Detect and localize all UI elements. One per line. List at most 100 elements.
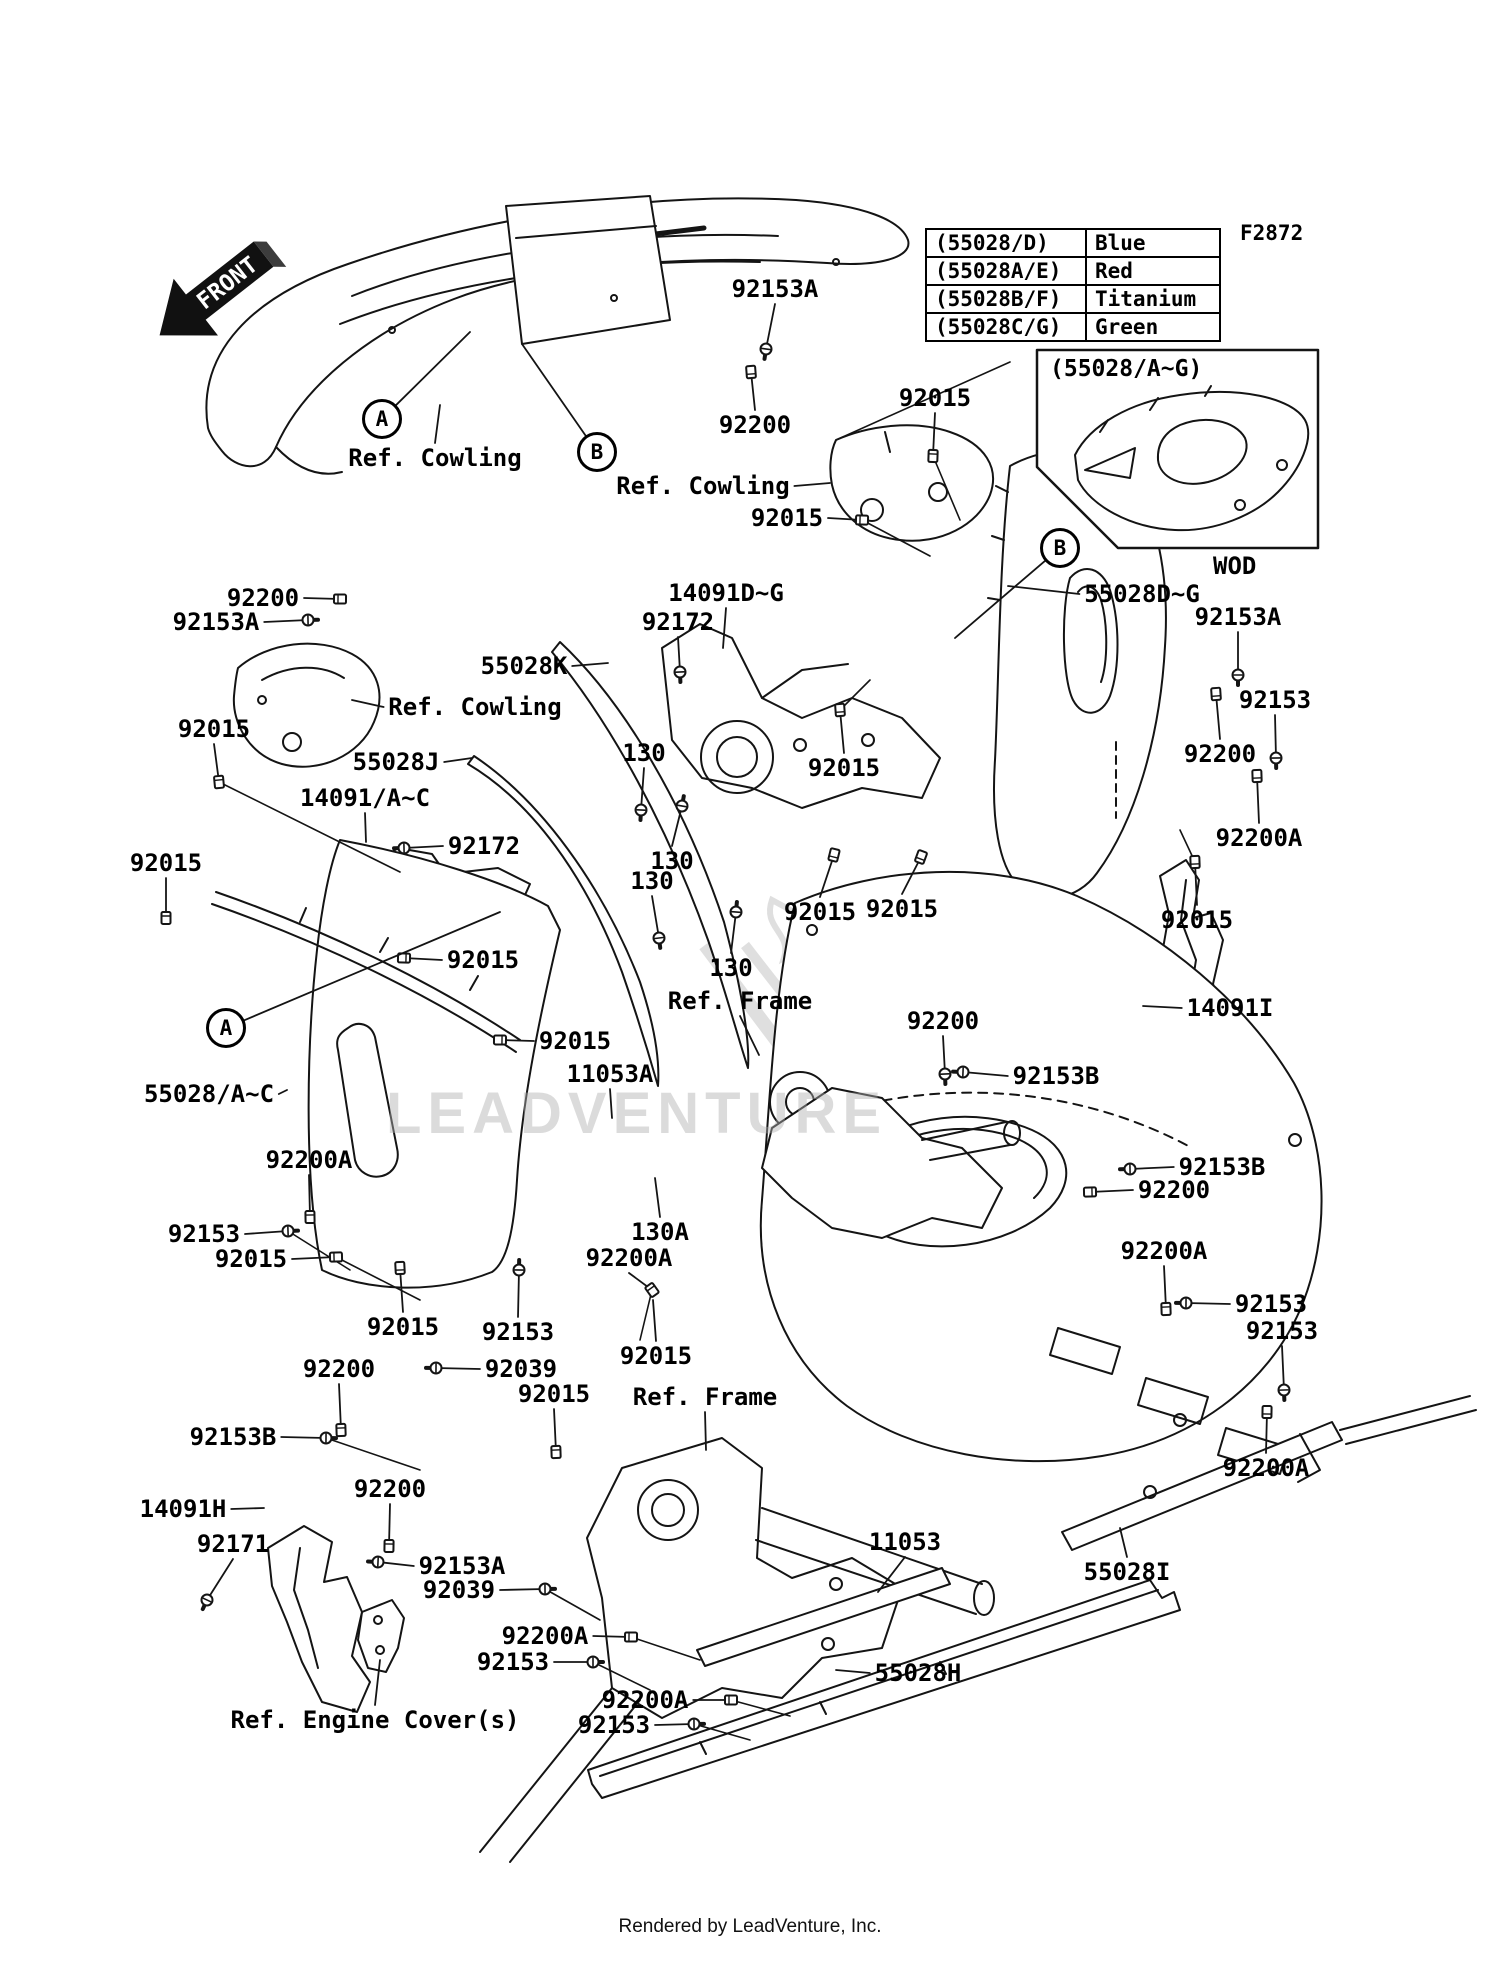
part-number-label[interactable]: 92200 bbox=[302, 1355, 376, 1383]
part-number-label[interactable]: 92153 bbox=[577, 1711, 651, 1739]
part-number-label[interactable]: 92015 bbox=[898, 384, 972, 412]
nut-damper-icon bbox=[854, 514, 870, 526]
part-number-label[interactable]: 55028/A~C bbox=[143, 1080, 275, 1108]
screw-icon bbox=[1269, 751, 1283, 770]
part-number-label[interactable]: 11053A bbox=[566, 1060, 654, 1088]
screw-icon bbox=[673, 665, 687, 684]
inset-view-box bbox=[1035, 348, 1320, 550]
part-number-label[interactable]: 130 bbox=[650, 847, 694, 875]
part-number-label[interactable]: 55028H bbox=[874, 1659, 962, 1687]
part-number-label[interactable]: 92200A bbox=[1215, 824, 1303, 852]
part-number-label[interactable]: 14091H bbox=[139, 1495, 227, 1523]
nut-damper-icon bbox=[332, 593, 348, 605]
part-number-label[interactable]: 92200A bbox=[501, 1622, 589, 1650]
part-number-label[interactable]: 55028I bbox=[1083, 1558, 1171, 1586]
part-number-label[interactable]: 92153 bbox=[476, 1648, 550, 1676]
part-number-label[interactable]: 92200A bbox=[265, 1146, 353, 1174]
nut-damper-icon bbox=[1082, 1186, 1098, 1198]
screw-icon bbox=[392, 841, 411, 855]
part-number-label[interactable]: 92153B bbox=[189, 1423, 277, 1451]
part-number-label[interactable]: 92015 bbox=[538, 1027, 612, 1055]
part-number-label[interactable]: 92172 bbox=[641, 608, 715, 636]
rendered-by-footer: Rendered by LeadVenture, Inc. bbox=[618, 1916, 882, 1937]
part-number-label[interactable]: 92153A bbox=[172, 608, 260, 636]
part-number-label[interactable]: 92153A bbox=[1194, 603, 1282, 631]
nut-damper-icon bbox=[383, 1538, 395, 1554]
part-number-label[interactable]: 92153A bbox=[731, 275, 819, 303]
part-number-label[interactable]: 55028J bbox=[352, 748, 440, 776]
part-number-label[interactable]: 92153 bbox=[1234, 1290, 1308, 1318]
part-number-label[interactable]: 92200A bbox=[1222, 1454, 1310, 1482]
color-code-table: (55028/D)Blue(55028A/E)Red(55028B/F)Tita… bbox=[925, 228, 1221, 342]
part-number-label[interactable]: 14091I bbox=[1186, 994, 1274, 1022]
part-number-label[interactable]: 92172 bbox=[447, 832, 521, 860]
reference-label: Ref. Cowling bbox=[616, 472, 790, 500]
view-callout-circle-a: A bbox=[362, 399, 402, 439]
screw-icon bbox=[281, 1224, 300, 1238]
part-number-label[interactable]: 92039 bbox=[484, 1355, 558, 1383]
part-number-label[interactable]: 92015 bbox=[214, 1245, 288, 1273]
part-number-label[interactable]: 11053 bbox=[868, 1528, 942, 1556]
part-number-label[interactable]: 92153 bbox=[481, 1318, 555, 1346]
screw-icon bbox=[759, 342, 773, 361]
part-number-label[interactable]: 92200A bbox=[1120, 1237, 1208, 1265]
part-number-label[interactable]: 92153 bbox=[167, 1220, 241, 1248]
part-number-label[interactable]: 55028D~G bbox=[1084, 580, 1200, 608]
part-number-label[interactable]: 92015 bbox=[783, 898, 857, 926]
nut-damper-icon bbox=[1210, 686, 1222, 702]
nut-damper-icon bbox=[550, 1444, 562, 1460]
screw-icon bbox=[652, 931, 666, 950]
screw-icon bbox=[319, 1431, 338, 1445]
part-number-label[interactable]: 92200 bbox=[353, 1475, 427, 1503]
part-number-label[interactable]: 92153 bbox=[1245, 1317, 1319, 1345]
reference-label: Ref. Frame bbox=[667, 987, 813, 1015]
part-number-label[interactable]: 130 bbox=[709, 954, 753, 982]
part-number-label[interactable]: 92153B bbox=[1012, 1062, 1100, 1090]
part-number-label[interactable]: 92015 bbox=[619, 1342, 693, 1370]
color-table-row: (55028C/G)Green bbox=[925, 312, 1221, 342]
leader-lines-layer bbox=[160, 303, 1291, 1731]
part-number-label[interactable]: 92015 bbox=[129, 849, 203, 877]
color-table-color-name: Red bbox=[1085, 256, 1221, 286]
part-number-label[interactable]: 92015 bbox=[366, 1313, 440, 1341]
part-number-label[interactable]: 55028K bbox=[480, 652, 568, 680]
color-table-color-name: Titanium bbox=[1085, 284, 1221, 314]
part-number-label[interactable]: 92153 bbox=[1238, 686, 1312, 714]
part-number-label[interactable]: 92153B bbox=[1178, 1153, 1266, 1181]
nut-damper-icon bbox=[335, 1422, 347, 1438]
figure-code: F2872 bbox=[1240, 221, 1304, 245]
part-number-label[interactable]: 92200 bbox=[906, 1007, 980, 1035]
nut-damper-icon bbox=[644, 1282, 660, 1298]
part-number-label[interactable]: 130 bbox=[630, 867, 674, 895]
part-number-label[interactable]: 92015 bbox=[446, 946, 520, 974]
part-number-label[interactable]: 92171 bbox=[196, 1530, 270, 1558]
screw-icon bbox=[366, 1555, 385, 1569]
part-number-label[interactable]: 92015 bbox=[517, 1380, 591, 1408]
part-number-label[interactable]: 92015 bbox=[865, 895, 939, 923]
reference-label: Ref. Cowling bbox=[388, 693, 562, 721]
part-number-label[interactable]: 92200A bbox=[585, 1244, 673, 1272]
part-number-label[interactable]: 92200 bbox=[718, 411, 792, 439]
nut-damper-icon bbox=[927, 448, 939, 464]
part-number-label[interactable]: 130 bbox=[622, 739, 666, 767]
part-number-label[interactable]: 130A bbox=[631, 1218, 689, 1246]
part-number-label[interactable]: 92015 bbox=[807, 754, 881, 782]
part-number-label[interactable]: 92153A bbox=[418, 1552, 506, 1580]
view-callout-circle-b: B bbox=[1040, 528, 1080, 568]
part-number-label[interactable]: 14091/A~C bbox=[299, 784, 431, 812]
part-number-label[interactable]: 92200 bbox=[1137, 1176, 1211, 1204]
part-number-label[interactable]: 92015 bbox=[1160, 906, 1234, 934]
part-number-label[interactable]: 92200 bbox=[226, 584, 300, 612]
nut-damper-icon bbox=[394, 1260, 406, 1276]
part-number-label[interactable]: 14091D~G bbox=[668, 579, 784, 607]
part-number-label[interactable]: 92039 bbox=[422, 1576, 496, 1604]
part-number-label[interactable]: 92200A bbox=[601, 1686, 689, 1714]
screw-icon bbox=[729, 900, 743, 919]
nut-damper-icon bbox=[1160, 1301, 1172, 1317]
nut-damper-icon bbox=[623, 1631, 639, 1643]
part-number-label[interactable]: 92015 bbox=[177, 715, 251, 743]
part-number-label[interactable]: 92200 bbox=[1183, 740, 1257, 768]
part-number-label[interactable]: 92015 bbox=[750, 504, 824, 532]
screw-icon bbox=[951, 1065, 970, 1079]
